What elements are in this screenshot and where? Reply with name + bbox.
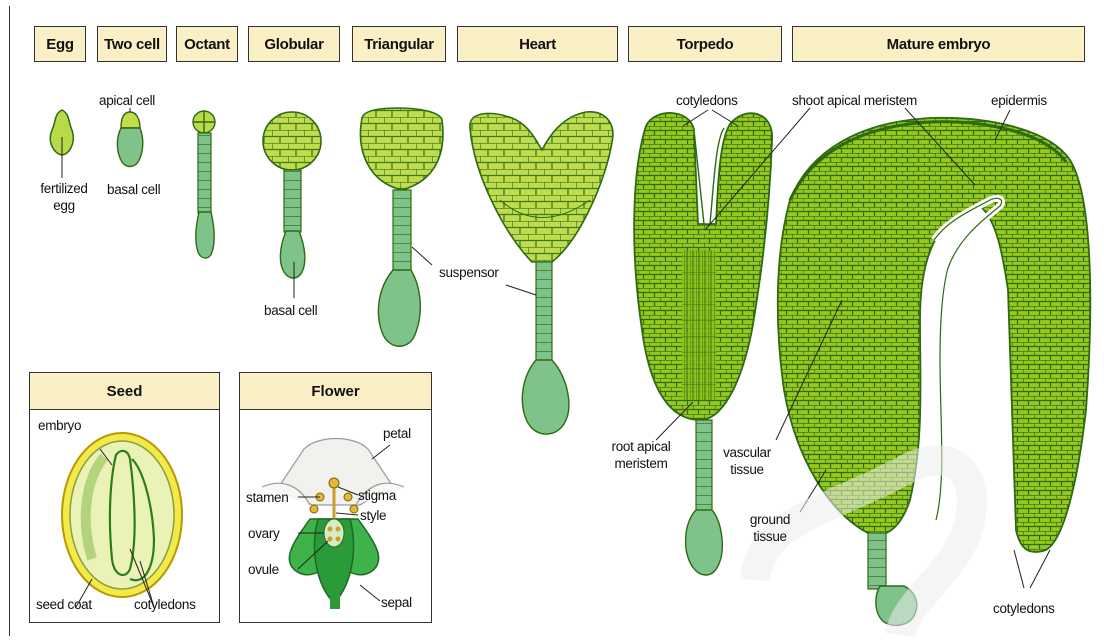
seed-illustration [30, 409, 218, 621]
label-shoot-apical-meristem: shoot apical meristem [792, 92, 917, 109]
seed-label-cotyledons: cotyledons [134, 596, 196, 613]
flower-label-style: style [360, 507, 386, 524]
triangular-drawing [361, 108, 443, 346]
label-vascular-tissue: vascular tissue [716, 444, 778, 478]
flower-label-sepal: sepal [381, 594, 412, 611]
label-cotyledons-top: cotyledons [676, 92, 738, 109]
flower-panel-title: Flower [240, 373, 431, 410]
flower-label-ovule: ovule [248, 561, 279, 578]
seed-label-embryo: embryo [38, 417, 81, 434]
globular-drawing [263, 112, 321, 278]
flower-label-petal: petal [383, 425, 411, 442]
flower-panel: Flower [239, 372, 432, 623]
label-suspensor: suspensor [439, 264, 499, 281]
label-basal-cell-two-cell: basal cell [107, 181, 160, 198]
mature-embryo-drawing [778, 118, 1091, 626]
flower-label-stamen: stamen [246, 489, 288, 506]
label-apical-cell: apical cell [99, 92, 155, 109]
label-ground-tissue: ground tissue [742, 511, 798, 545]
label-root-apical-meristem: root apical meristem [611, 438, 671, 472]
seed-panel-title: Seed [30, 373, 219, 410]
two-cell-drawing [117, 112, 142, 167]
label-cotyledons-bottom: cotyledons [993, 600, 1055, 617]
flower-label-ovary: ovary [248, 525, 280, 542]
label-fertilized-egg: fertilized egg [34, 180, 94, 214]
seed-panel: Seed embryo seed coat cotyledons [29, 372, 220, 623]
torpedo-stage-drawing [634, 113, 772, 575]
flower-label-stigma: stigma [358, 487, 396, 504]
label-epidermis: epidermis [991, 92, 1047, 109]
seed-label-seed-coat: seed coat [36, 596, 92, 613]
octant-drawing [193, 111, 215, 258]
label-basal-cell-globular: basal cell [264, 302, 317, 319]
